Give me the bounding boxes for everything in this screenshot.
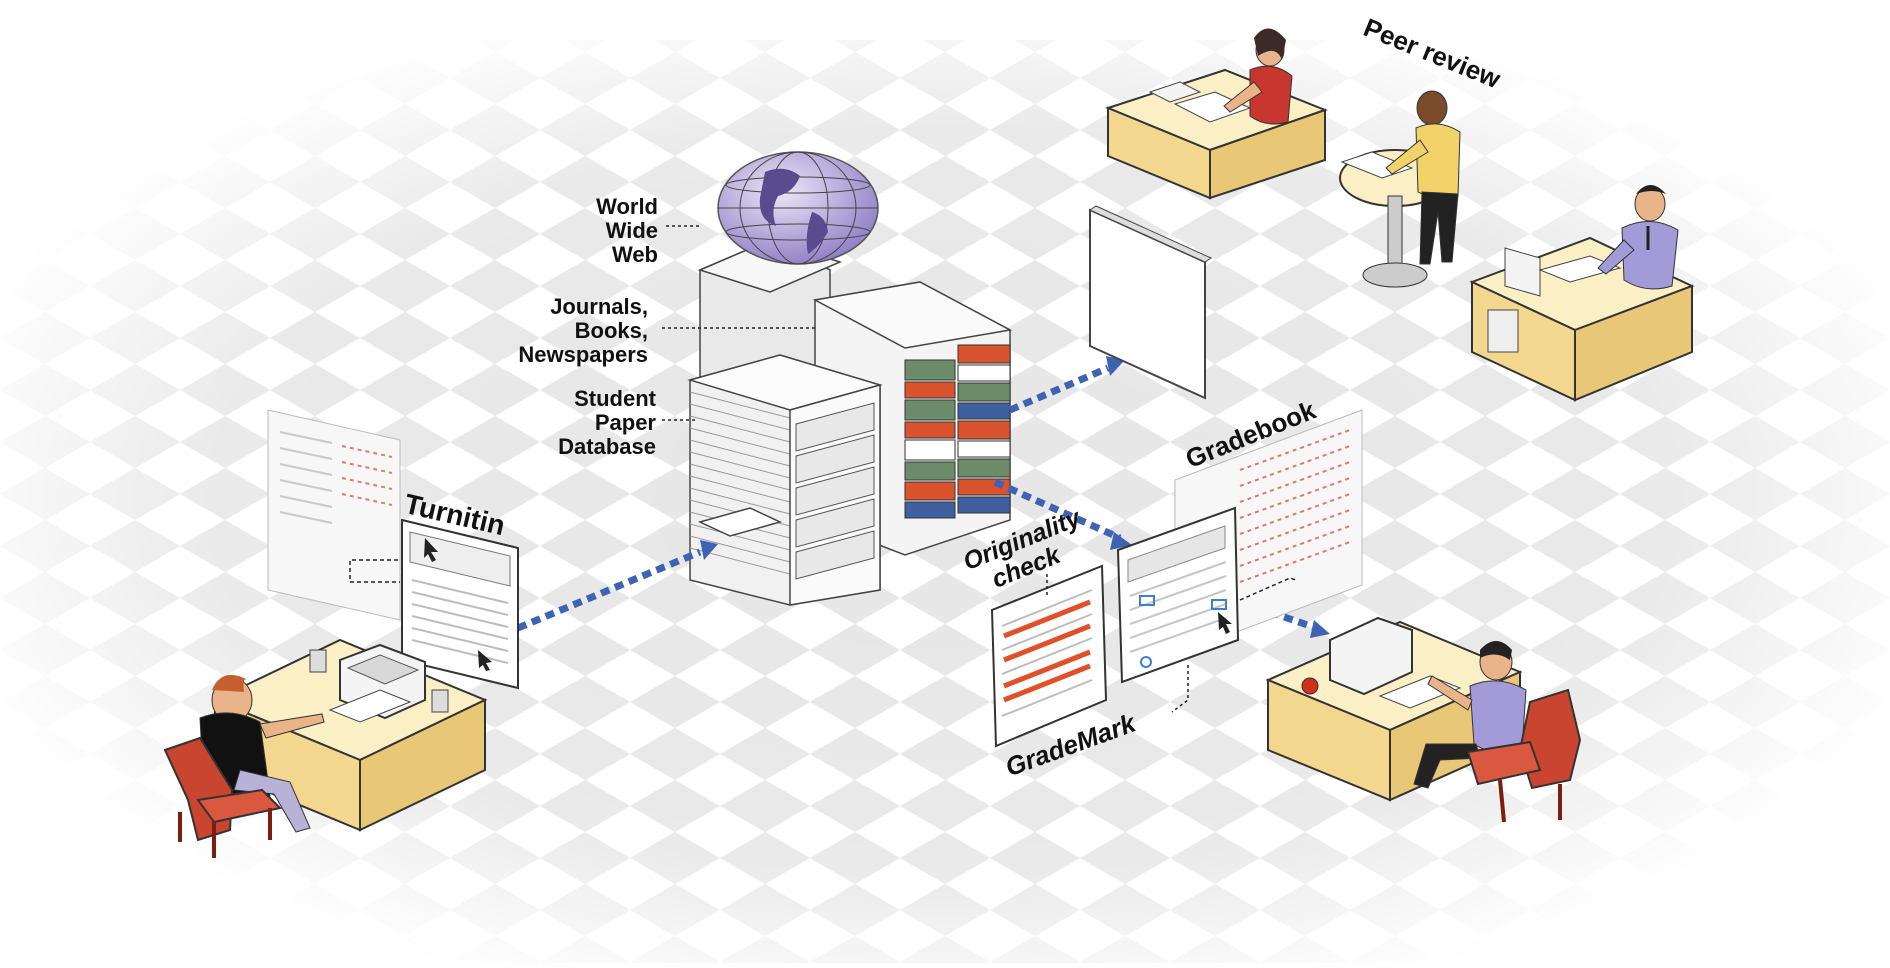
globe-icon (717, 151, 879, 265)
label-student-line-1: Student (574, 386, 656, 411)
turnitin-connector (349, 559, 400, 583)
instructor-workstation (1265, 616, 1582, 823)
label-world-wide-web: World Wide Web (560, 196, 658, 266)
label-leader-lines (662, 225, 815, 421)
keyboard-icon (328, 689, 412, 723)
man-standing-figure (1385, 90, 1461, 265)
left-student-workstation (163, 638, 488, 858)
label-student-line-3: Database (558, 434, 656, 459)
instructor-figure (1413, 641, 1527, 789)
label-web-line-1: World (596, 194, 658, 219)
book-stacks (904, 344, 1011, 519)
label-journals-line-3: Newspapers (518, 342, 648, 367)
peer-review-desk-top (1105, 28, 1328, 200)
originality-report-document (990, 564, 1108, 748)
chair-icon (163, 736, 283, 858)
chair-icon (1466, 688, 1582, 823)
woman-figure (1223, 28, 1293, 125)
label-journals-line-1: Journals, (550, 294, 648, 319)
peer-review-document (1088, 205, 1213, 400)
keyboard-icon (1538, 255, 1622, 283)
label-student-paper-database: Student Paper Database (490, 388, 656, 458)
label-web-line-3: Web (611, 242, 658, 267)
peer-review-cafe-table (1339, 90, 1461, 288)
man-seated-figure (1597, 185, 1679, 290)
monitor-icon (1504, 247, 1541, 297)
server-stack (687, 239, 1013, 606)
label-journals-line-2: Books, (574, 318, 648, 343)
peer-review-desk-right (1469, 185, 1695, 402)
label-journals: Journals, Books, Newspapers (440, 296, 648, 366)
turnitin-report-panel (267, 409, 401, 621)
grademark-connector (1171, 665, 1189, 713)
turnitin-document (401, 518, 519, 690)
label-student-line-2: Paper (594, 410, 656, 435)
label-web-line-2: Wide (605, 218, 658, 243)
monitor-icon (1329, 616, 1413, 696)
grademark-document (1116, 506, 1240, 684)
apple-icon (1301, 677, 1319, 695)
server-cabinet (789, 384, 881, 606)
